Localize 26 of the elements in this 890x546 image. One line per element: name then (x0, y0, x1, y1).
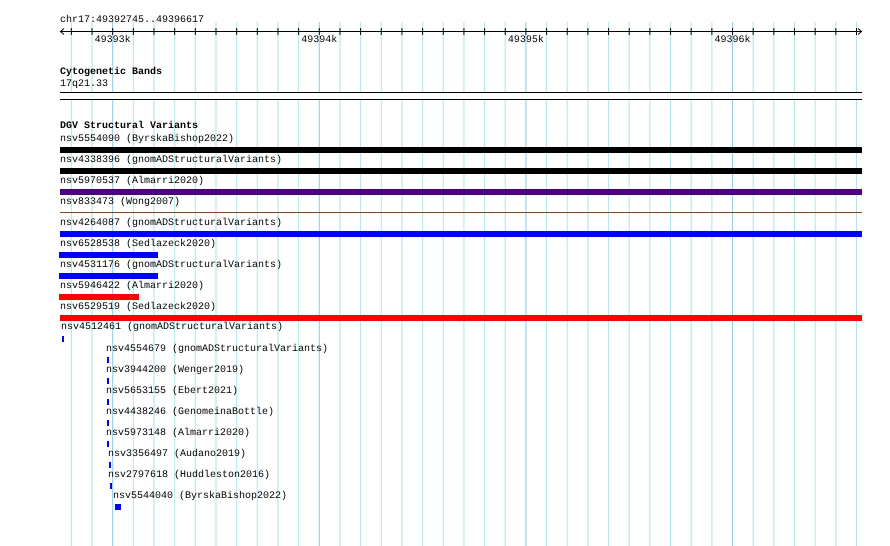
variant-label: nsv4554679 (gnomADStructuralVariants) (106, 344, 328, 356)
variant-label: nsv4338396 (gnomADStructuralVariants) (60, 155, 284, 167)
variant-label: nsv6528538 (Sedlazeck2020) (60, 239, 216, 251)
variant-label: nsv5653155 (Ebert2021) (106, 386, 238, 398)
variant-label: nsv4438246 (GenomeinaBottle) (106, 407, 274, 419)
variant-label: nsv5946422 (Almarri2020) (60, 281, 204, 293)
tick-label: 49393k (94, 35, 131, 47)
tick-label: 49396k (714, 35, 751, 47)
variant-label: nsv833473 (Wong2007) (60, 197, 182, 209)
coordinate-label: chr17:49392745..49396617 (60, 15, 204, 27)
variant-label: nsv5970537 (Almarri2020) (60, 176, 206, 188)
tick-label: 49394k (301, 35, 338, 47)
variant-label: nsv4531176 (gnomADStructuralVariants) (60, 260, 282, 272)
variant-label: nsv3944200 (Wenger2019) (106, 365, 244, 377)
variant-label: nsv2797618 (Huddleston2016) (108, 470, 270, 482)
variant-label: nsv3356497 (Audano2019) (108, 449, 246, 461)
track-title: DGV Structural Variants (60, 121, 198, 133)
track-title: Cytogenetic Bands (60, 67, 162, 79)
variant-label: nsv5544040 (ByrskaBishop2022) (113, 491, 288, 503)
variant-label: nsv4264087 (gnomADStructuralVariants) (60, 218, 284, 230)
variant-label: nsv5554090 (ByrskaBishop2022) (60, 134, 236, 146)
variant-label: nsv5973148 (Almarri2020) (106, 428, 250, 440)
variant-label: nsv4512461 (gnomADStructuralVariants) (61, 322, 284, 334)
band-label: 17q21.33 (60, 79, 110, 91)
variant-label: nsv6529519 (Sedlazeck2020) (60, 302, 218, 314)
tick-label: 49395k (508, 35, 544, 47)
